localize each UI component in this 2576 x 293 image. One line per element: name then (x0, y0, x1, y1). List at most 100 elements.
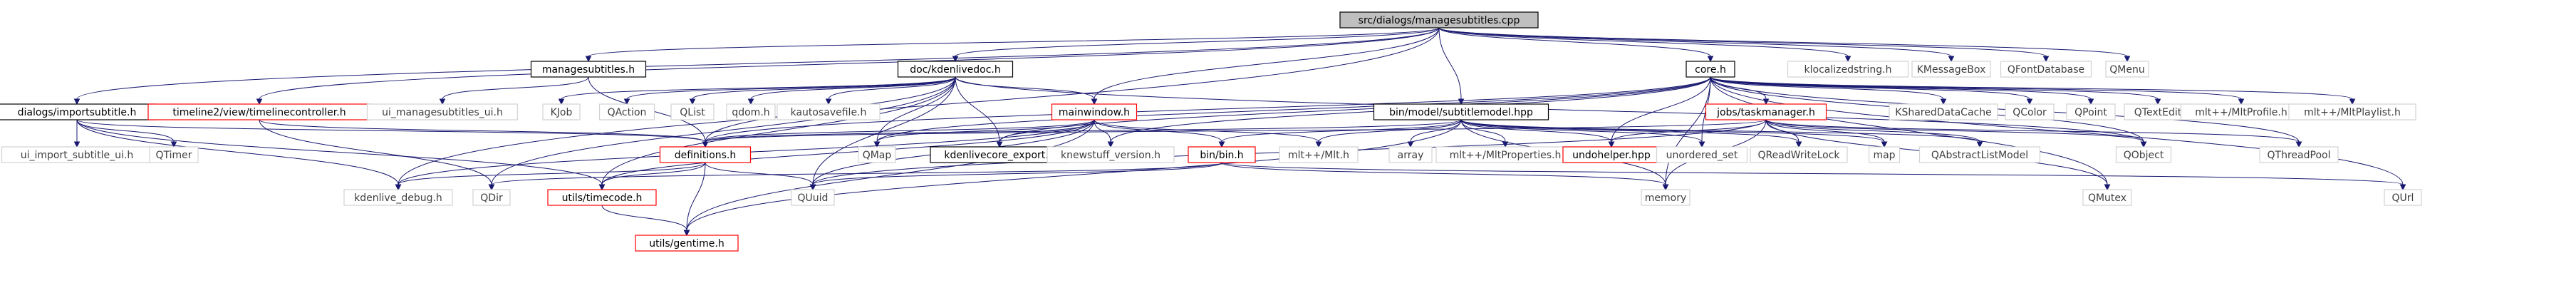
node-QMap: QMap (858, 146, 896, 163)
edge-line (491, 162, 1222, 185)
edge-line (1221, 119, 1462, 143)
node-undohelper-hpp[interactable]: undohelper.hpp (1562, 146, 1661, 163)
edge-line (1710, 76, 2300, 143)
edge-line (1710, 76, 2108, 185)
node-box (2288, 103, 2416, 120)
edge-arrowhead (1881, 141, 1888, 148)
node-label: mlt++/MltProfile.h (2195, 107, 2287, 118)
edge-line (601, 162, 706, 185)
node-box (791, 189, 835, 206)
edge-subtitlemodel_hpp-to-QReadWriteLock (1460, 119, 1802, 148)
node-QMutex: QMutex (2082, 189, 2132, 206)
edge-line (601, 76, 956, 185)
edge-bin_h-to-QDir (488, 162, 1222, 191)
edges-layer (73, 27, 2406, 237)
edge-arrowhead (488, 184, 495, 191)
node-timelinecontroller-h[interactable]: timeline2/view/timelinecontroller.h (147, 103, 371, 120)
edge-line (955, 27, 1440, 57)
edge-timelinecontroller_h-to-definitions_h (259, 119, 709, 148)
node-importsubtitle-h[interactable]: dialogs/importsubtitle.h (0, 103, 156, 120)
edge-line (601, 205, 687, 231)
node-box (366, 103, 519, 120)
edge-line (705, 76, 1711, 143)
node-box (2082, 189, 2132, 206)
edge-arrowhead (2295, 141, 2302, 148)
node-box (670, 103, 715, 120)
edge-arrowhead (2140, 141, 2147, 148)
node-label: QReadWriteLock (1757, 150, 1840, 161)
node-label: QTextEdit (2134, 107, 2182, 118)
node-label: mlt++/MltProperties.h (1450, 150, 1562, 161)
edge-line (705, 119, 1767, 143)
node-definitions-h[interactable]: definitions.h (659, 146, 752, 163)
node-array: array (1388, 146, 1433, 163)
edge-arrowhead (1698, 141, 1705, 148)
edge-arrowhead (585, 56, 592, 63)
node-label: bin/model/subtitlemodel.hpp (1389, 107, 1533, 118)
node-subtitlemodel-hpp[interactable]: bin/model/subtitlemodel.hpp (1373, 103, 1549, 120)
edge-line (1710, 76, 2092, 100)
edge-arrowhead (2349, 98, 2356, 106)
edge-arrowhead (1976, 141, 1983, 148)
edge-definitions_h-to-kdenlive_debug_h (395, 162, 706, 191)
edge-arrowhead (2238, 98, 2245, 106)
edge-taskmanager_h-to-QObject (1765, 119, 2147, 148)
node-kdenlivecore-export-h[interactable]: kdenlivecore_export.h (930, 146, 1069, 163)
edge-arrowhead (439, 98, 446, 106)
node-label: KSharedDataCache (1895, 107, 1991, 118)
node-taskmanager-h[interactable]: jobs/taskmanager.h (1705, 103, 1827, 120)
edge-line (1460, 119, 1506, 143)
node-managesubtitles-h[interactable]: managesubtitles.h (530, 61, 647, 78)
node-box (1373, 103, 1549, 120)
edge-line (1221, 162, 2404, 185)
edge-line (76, 119, 399, 185)
edge-line (1438, 27, 1952, 57)
node-box (2005, 103, 2055, 120)
edge-line (76, 27, 1440, 100)
node-label: QAction (608, 107, 647, 118)
node-box (858, 146, 896, 163)
edge-core_h-to-QMap (873, 76, 1711, 148)
node-box (2115, 146, 2172, 163)
node-box (2066, 103, 2116, 120)
node-root[interactable]: src/dialogs/managesubtitles.cpp (1339, 11, 1539, 29)
node-label: src/dialogs/managesubtitles.cpp (1359, 15, 1520, 26)
node-timecode-h[interactable]: utils/timecode.h (547, 189, 657, 206)
node-bin-h[interactable]: bin/bin.h (1188, 146, 1256, 163)
node-KJob: KJob (542, 103, 581, 120)
edge-timecode_h-to-gentime_h (601, 205, 690, 237)
edge-arrowhead (170, 141, 177, 148)
edge-line (1460, 119, 1885, 143)
edge-arrowhead (1662, 184, 1669, 191)
edge-kdenlivedoc_h-to-QList (689, 76, 956, 106)
node-ui-import-subtitle-ui-h: ui_import_subtitle_ui.h (1, 146, 153, 163)
node-box (343, 189, 453, 206)
edge-arrowhead (1707, 56, 1714, 63)
node-mainwindow-h[interactable]: mainwindow.h (1051, 103, 1138, 120)
node-box (1889, 103, 1998, 120)
edge-arrowhead (2042, 56, 2050, 63)
edge-arrowhead (825, 98, 832, 106)
node-map: map (1868, 146, 1901, 163)
node-label: KJob (551, 107, 573, 118)
edge-line (1438, 27, 1711, 57)
node-box (2000, 61, 2092, 78)
node-label: QFontDatabase (2008, 64, 2084, 76)
node-label: kdenlivecore_export.h (944, 150, 1054, 161)
node-kdenlivedoc-h[interactable]: doc/kdenlivedoc.h (897, 61, 1014, 78)
edge-line (1460, 119, 1612, 143)
edge-arrowhead (683, 230, 690, 237)
edge-line (76, 119, 175, 143)
node-gentime-h[interactable]: utils/gentime.h (635, 235, 739, 252)
node-MltProperties-h: mlt++/MltProperties.h (1435, 146, 1575, 163)
edge-line (259, 27, 1440, 100)
node-label: bin/bin.h (1200, 150, 1243, 161)
node-label: definitions.h (675, 150, 737, 161)
edge-line (1710, 76, 1944, 100)
edge-root-to-mainwindow_h (1091, 27, 1440, 106)
edge-arrowhead (2154, 98, 2161, 106)
edge-kdenlivedoc_h-to-KJob (558, 76, 956, 106)
node-box (1918, 146, 2041, 163)
node-label: knewstuff_version.h (1061, 150, 1160, 161)
node-core-h[interactable]: core.h (1686, 61, 1735, 78)
